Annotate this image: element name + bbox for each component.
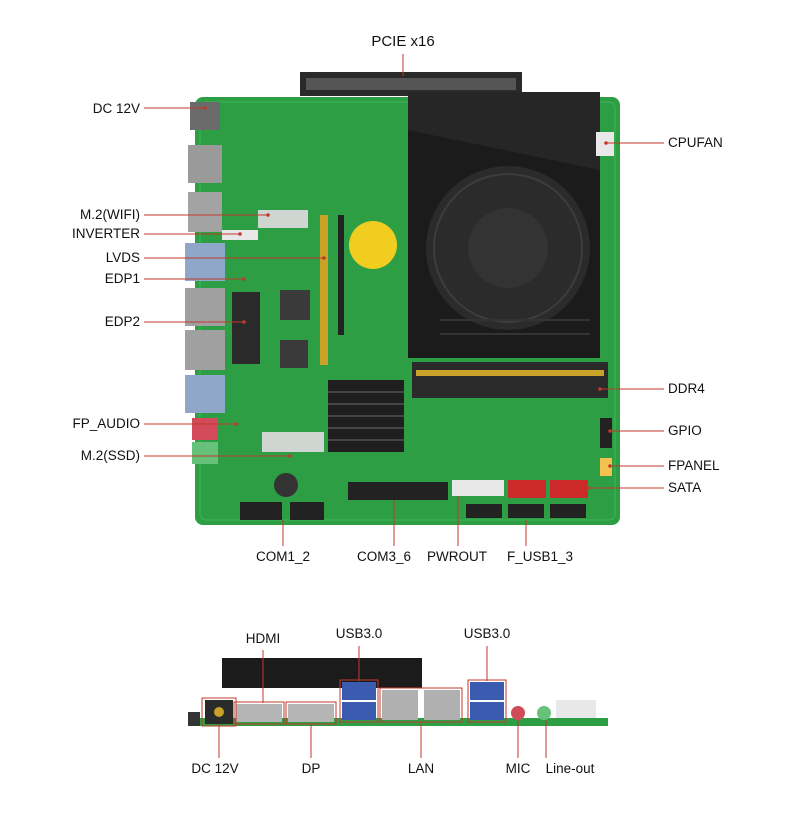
dc12v-label: DC 12V [93, 101, 140, 116]
edp-connector [232, 292, 260, 364]
lan-port-1 [185, 288, 225, 326]
pwrout-connector [452, 480, 504, 496]
m2-wifi-label: M.2(WIFI) [80, 207, 140, 222]
fpanel-label: FPANEL [668, 458, 720, 473]
pcie-slot-contacts [306, 78, 516, 90]
chipset-heatsink [328, 380, 404, 452]
rear-lan-1 [382, 690, 418, 720]
rear-lineout-label: Line-out [546, 761, 595, 776]
rear-dp-label: DP [302, 761, 321, 776]
rear-usb-1 [342, 682, 376, 700]
rear-usb30-right-label: USB3.0 [464, 626, 511, 641]
rear-mic-jack [511, 706, 525, 720]
rear-lan-2 [424, 690, 460, 720]
top-view-callouts: PCIE x16 DC 12V M.2(WIFI) INVERTER LVDS … [72, 33, 723, 564]
motherboard-top-view [185, 72, 620, 525]
dc-jack [190, 102, 220, 130]
rear-usb30-left-label: USB3.0 [336, 626, 383, 641]
rear-view-callouts: HDMI USB3.0 USB3.0 DC 12V DP LAN MIC Lin… [191, 626, 594, 776]
f-usb2-header [508, 504, 544, 518]
lan-port-2 [185, 330, 225, 370]
cpufan-label: CPUFAN [668, 135, 723, 150]
com3-6-label: COM3_6 [357, 549, 411, 564]
lvds-connector [320, 215, 328, 365]
sata-port-1 [508, 480, 546, 498]
memory-connector [338, 215, 344, 335]
cmos-battery [349, 221, 397, 269]
rear-dp-port [288, 704, 334, 722]
com1-header [240, 502, 282, 520]
rear-hdmi-label: HDMI [246, 631, 281, 646]
lvds-label: LVDS [106, 250, 140, 265]
rear-usb-2 [342, 702, 376, 720]
inverter-label: INVERTER [72, 226, 140, 241]
com3-6-header [348, 482, 448, 500]
m2-wifi-slot [258, 210, 308, 228]
ddr4-slot [412, 362, 608, 398]
mic-jack [192, 418, 218, 440]
hdmi-port [188, 145, 222, 183]
rear-usb-3 [470, 682, 504, 700]
usb-port-2 [185, 375, 225, 413]
com2-header [290, 502, 324, 520]
rear-usb-4 [470, 702, 504, 720]
sata-label: SATA [668, 480, 701, 495]
pwrout-label: PWROUT [427, 549, 487, 564]
fan-hub [468, 208, 548, 288]
gpio-header [600, 418, 612, 448]
f-usb1-3-label: F_USB1_3 [507, 549, 573, 564]
fp-audio-label: FP_AUDIO [72, 416, 140, 431]
com1-2-label: COM1_2 [256, 549, 310, 564]
ic-chip-2 [280, 340, 308, 368]
rear-dc12v-label: DC 12V [191, 761, 238, 776]
rear-lan-label: LAN [408, 761, 434, 776]
fpanel-header [600, 458, 612, 476]
m2-ssd-slot [262, 432, 324, 452]
ddr4-label: DDR4 [668, 381, 705, 396]
rear-hdmi-port [236, 704, 282, 722]
usb-port-1 [185, 243, 225, 281]
rear-heatsink [222, 658, 422, 688]
rear-mic-label: MIC [506, 761, 531, 776]
edp2-label: EDP2 [105, 314, 140, 329]
sata-port-2 [550, 480, 588, 498]
lineout-jack [192, 442, 218, 464]
rear-lineout-jack [537, 706, 551, 720]
buzzer [274, 473, 298, 497]
rear-io-view [188, 658, 608, 727]
dp-port [188, 192, 222, 232]
m2-ssd-label: M.2(SSD) [81, 448, 140, 463]
cpu-heatsink [408, 92, 600, 358]
ic-chip-1 [280, 290, 310, 320]
edp1-label: EDP1 [105, 271, 140, 286]
f-usb1-header [466, 504, 502, 518]
gpio-label: GPIO [668, 423, 702, 438]
f-usb3-header [550, 504, 586, 518]
pcie-label: PCIE x16 [371, 33, 434, 50]
